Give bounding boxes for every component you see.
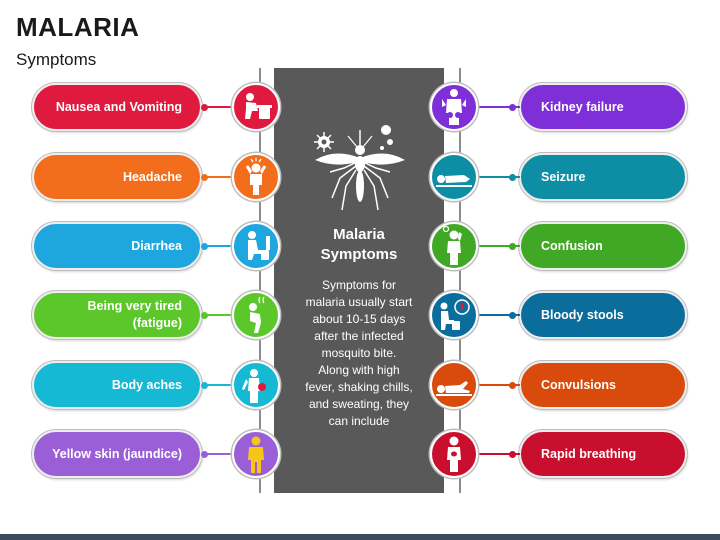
symptom-pill: Seizure — [518, 152, 688, 202]
vomiting-person-icon — [245, 93, 272, 119]
connector-line — [202, 314, 232, 316]
connector-dot — [201, 173, 208, 181]
symptom-label: Being very tired (fatigue) — [88, 298, 182, 332]
symptom-label: Seizure — [541, 169, 586, 184]
symptom-label: Convulsions — [541, 377, 617, 392]
symptom-label: Headache — [122, 169, 182, 184]
connector-line — [478, 384, 520, 386]
symptom-icon-circle — [430, 83, 478, 131]
left-divider-line — [259, 68, 261, 493]
connector-line — [202, 384, 232, 386]
connector-line — [202, 106, 232, 108]
toilet-blood-icon — [440, 299, 470, 330]
symptom-icon-circle — [232, 430, 280, 478]
symptom-pill: Being very tired (fatigue) — [31, 290, 203, 340]
connector-dot — [201, 103, 208, 111]
connector-dot — [509, 242, 516, 250]
connector-line — [202, 453, 232, 455]
connector-dot — [509, 450, 516, 458]
body-ache-person-icon — [242, 369, 266, 403]
symptom-label: Kidney failure — [541, 99, 624, 114]
symptom-icon-circle — [430, 222, 478, 270]
right-divider-line — [459, 68, 461, 493]
connector-line — [202, 245, 232, 247]
connector-dot — [201, 381, 208, 389]
connector-dot — [509, 103, 516, 111]
symptom-icon-circle — [232, 153, 280, 201]
connector-dot — [201, 311, 208, 319]
symptom-pill: Headache — [31, 152, 203, 202]
convulsion-person-icon — [436, 381, 472, 396]
symptom-label: Confusion — [541, 238, 603, 253]
symptom-label: Nausea and Vomiting — [55, 99, 182, 114]
symptom-pill: Yellow skin (jaundice) — [31, 429, 203, 479]
connector-dot — [201, 242, 208, 250]
center-panel — [274, 68, 444, 493]
yellow-person-icon — [248, 436, 264, 473]
symptom-label: Rapid breathing — [541, 446, 637, 461]
symptom-pill: Kidney failure — [518, 82, 688, 132]
kidney-pain-person-icon — [442, 89, 466, 125]
center-description-line: Along with high — [318, 363, 400, 377]
connector-dot — [509, 381, 516, 389]
symptom-pill: Body aches — [31, 360, 203, 410]
tired-person-icon — [249, 296, 265, 333]
symptom-icon-circle — [232, 222, 280, 270]
symptom-pill: Rapid breathing — [518, 429, 688, 479]
symptom-pill: Diarrhea — [31, 221, 203, 271]
symptom-label: Yellow skin (jaundice) — [52, 446, 182, 461]
confused-person-icon — [442, 225, 462, 265]
symptom-icon-circle — [232, 291, 280, 339]
connector-line — [478, 176, 520, 178]
center-description-line: about 10-15 days — [312, 312, 406, 326]
connector-line — [478, 314, 520, 316]
symptom-icon-circle — [232, 83, 280, 131]
symptom-label-line: (fatigue) — [132, 316, 182, 330]
headache-person-icon — [246, 158, 266, 195]
center-description-line: Symptoms for — [321, 278, 396, 292]
symptom-pill: Confusion — [518, 221, 688, 271]
symptom-icon-circle — [232, 361, 280, 409]
bottom-bar — [0, 534, 720, 540]
center-description-line: mosquito bite. — [321, 346, 397, 360]
center-title-line: Malaria — [333, 226, 385, 243]
symptom-label: Bloody stools — [541, 307, 624, 322]
symptom-icon-circle — [430, 361, 478, 409]
toilet-person-icon — [248, 231, 270, 260]
center-description: Symptoms for malaria usually start about… — [290, 277, 428, 430]
connector-line — [478, 245, 520, 247]
center-title: Malaria Symptoms — [274, 225, 444, 265]
center-description-line: can include — [328, 414, 390, 428]
connector-dot — [509, 311, 516, 319]
symptom-pill: Bloody stools — [518, 290, 688, 340]
connector-line — [478, 106, 520, 108]
symptom-label: Body aches — [111, 377, 182, 392]
symptom-pill: Convulsions — [518, 360, 688, 410]
connector-line — [202, 176, 232, 178]
symptom-label-line: Being very tired — [87, 299, 182, 313]
connector-dot — [201, 450, 208, 458]
symptom-icon-circle — [430, 430, 478, 478]
symptom-icon-circle — [430, 153, 478, 201]
symptom-icon-circle — [430, 291, 478, 339]
breathing-person-icon — [447, 436, 461, 472]
center-description-line: malaria usually start — [305, 295, 413, 309]
center-description-line: and sweating, they — [308, 397, 410, 411]
page-subtitle: Symptoms — [16, 50, 97, 69]
center-title-line: Symptoms — [320, 246, 398, 263]
symptom-label: Diarrhea — [131, 238, 182, 253]
connector-dot — [509, 173, 516, 181]
center-description-line: fever, shaking chills, — [305, 380, 413, 394]
page-title: MALARIA — [16, 12, 140, 42]
symptom-pill: Nausea and Vomiting — [31, 82, 203, 132]
lying-person-icon — [436, 175, 472, 187]
connector-line — [478, 453, 520, 455]
center-description-line: after the infected — [314, 329, 404, 343]
mosquito-icon — [314, 125, 405, 211]
